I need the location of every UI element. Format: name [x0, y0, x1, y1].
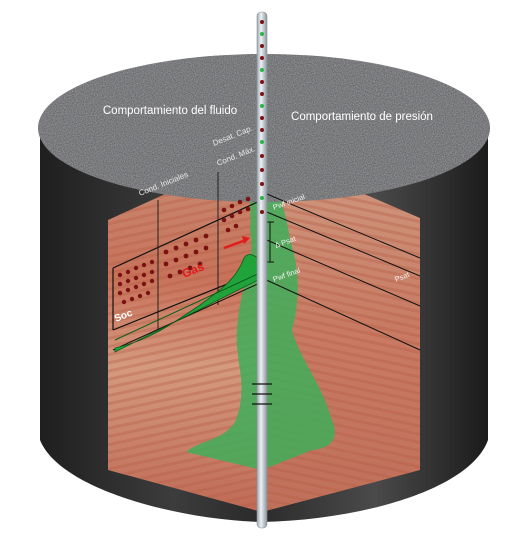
oil-droplets — [117, 196, 251, 305]
gas-arrow — [223, 238, 247, 250]
green-fluid-zone — [186, 150, 262, 470]
wellbore-pipe — [256, 11, 268, 529]
saturation-profile — [114, 254, 263, 353]
pipe-droplets — [260, 20, 264, 214]
right-header: Comportamiento de presión — [291, 111, 433, 123]
left-header: Comportamiento del fluido — [103, 105, 237, 117]
green-fluid-zone-right — [262, 160, 335, 470]
pipe-break-marks — [252, 383, 272, 405]
